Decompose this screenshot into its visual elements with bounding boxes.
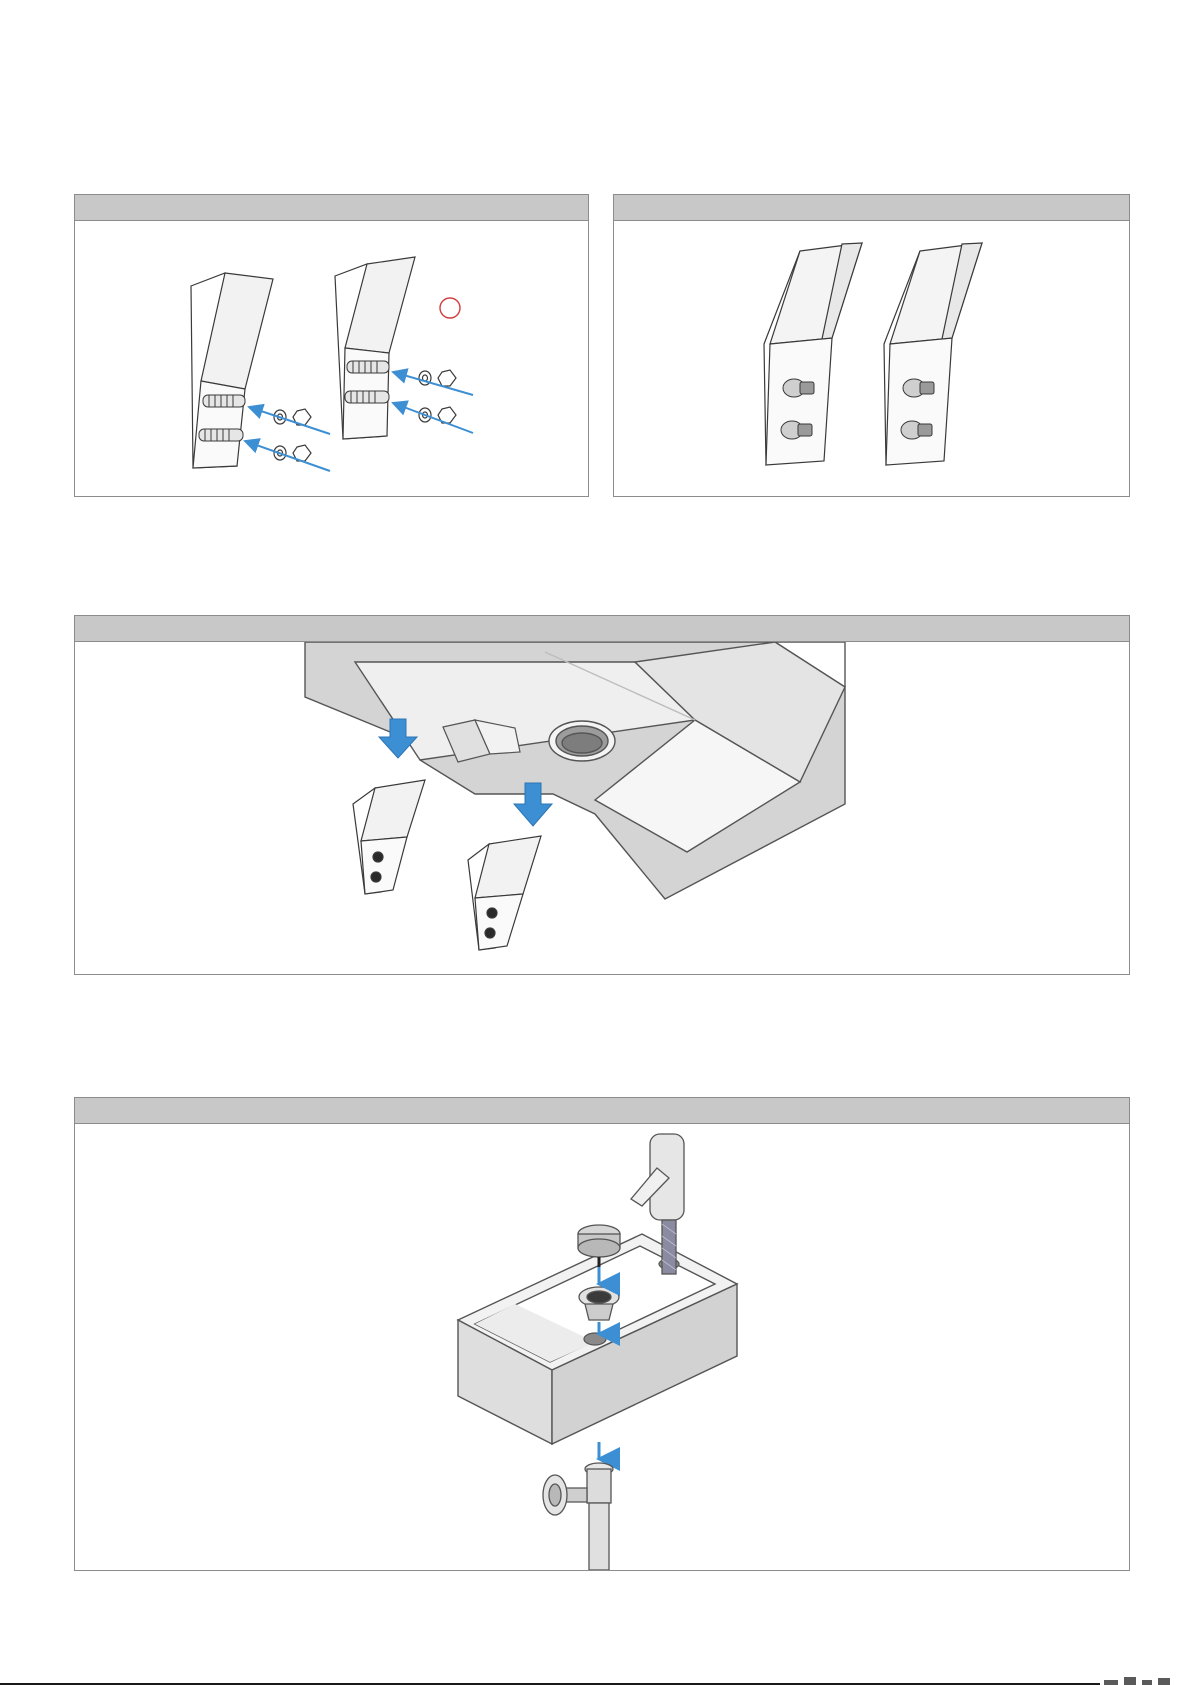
footer-page-mark [1104, 1676, 1184, 1685]
panel-header [75, 616, 1129, 642]
panel-header [614, 195, 1129, 221]
warning-marker-icon [440, 298, 460, 318]
drain-hole [549, 721, 615, 761]
floating-bracket-right [468, 836, 541, 950]
bolt-upper-left [203, 395, 245, 407]
panel-header [75, 1098, 1129, 1124]
floating-bracket-left [353, 780, 425, 894]
bottle-trap [543, 1463, 613, 1570]
panel-header [75, 195, 588, 221]
step-panel-4 [74, 1097, 1130, 1571]
bracket-mounted-illustration [614, 221, 1129, 496]
mounted-bracket-left [764, 243, 862, 465]
bolt-lower-left [199, 429, 243, 441]
step-panel-3 [74, 615, 1130, 975]
basin-mounting-illustration [75, 642, 1129, 974]
bolt-upper-right [347, 361, 389, 373]
mounted-bracket-right [884, 243, 982, 465]
bolt-lower-right [345, 391, 389, 403]
bracket-exploded-illustration [75, 221, 588, 496]
tap-waste-illustration [75, 1124, 1129, 1570]
assembly-arrows-left [245, 407, 330, 471]
step-panel-2 [613, 194, 1130, 497]
assembly-arrows-right [393, 372, 473, 433]
wall-bracket-right [335, 257, 415, 439]
step-panel-1 [74, 194, 589, 497]
basin-drain [584, 1333, 606, 1345]
